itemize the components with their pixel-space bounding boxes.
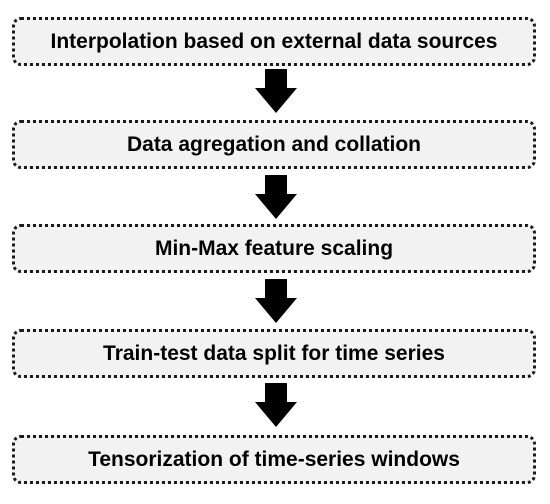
arrow-down-icon	[255, 383, 297, 427]
step-interpolation: Interpolation based on external data sou…	[12, 17, 536, 66]
step-data-aggregation: Data agregation and collation	[12, 120, 536, 169]
step-minmax-scaling: Min-Max feature scaling	[12, 224, 536, 273]
step-label: Train-test data split for time series	[103, 341, 445, 365]
step-label: Data agregation and collation	[126, 132, 422, 156]
step-train-test-split: Train-test data split for time series	[12, 329, 536, 378]
step-label: Min-Max feature scaling	[154, 236, 394, 260]
step-tensorization: Tensorization of time-series windows	[12, 435, 536, 484]
step-label: Tensorization of time-series windows	[88, 447, 460, 471]
arrow-down-icon	[255, 175, 297, 219]
arrow-down-icon	[255, 69, 297, 113]
arrow-down-icon	[255, 279, 297, 323]
step-label: Interpolation based on external data sou…	[50, 29, 498, 53]
